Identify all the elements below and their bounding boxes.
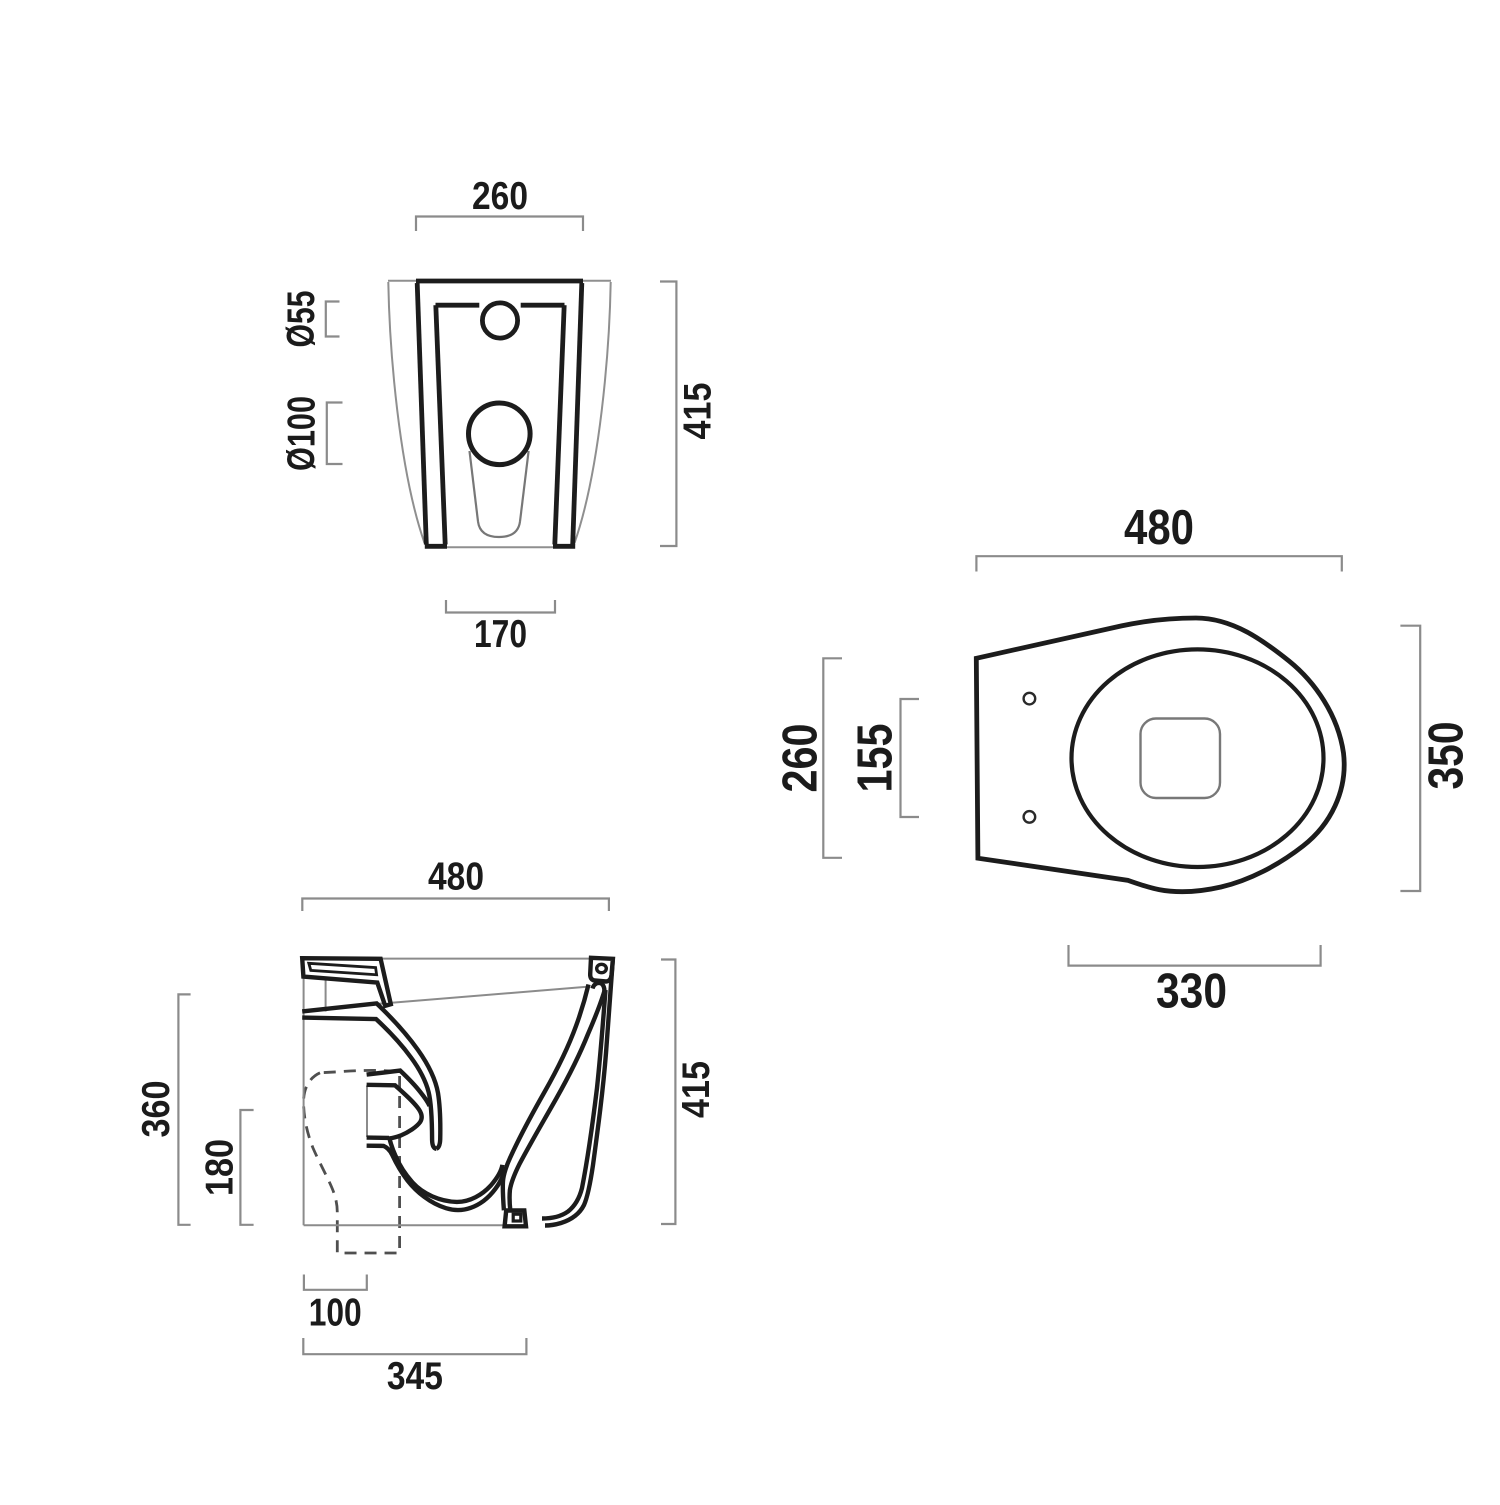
svg-text:415: 415 bbox=[677, 383, 720, 440]
svg-text:Ø55: Ø55 bbox=[280, 291, 323, 348]
svg-text:415: 415 bbox=[675, 1061, 718, 1118]
svg-text:330: 330 bbox=[1156, 965, 1227, 1019]
svg-text:180: 180 bbox=[198, 1139, 241, 1196]
svg-text:170: 170 bbox=[474, 613, 527, 656]
svg-text:100: 100 bbox=[309, 1291, 362, 1334]
svg-text:260: 260 bbox=[774, 724, 828, 793]
svg-text:345: 345 bbox=[387, 1355, 443, 1398]
svg-text:480: 480 bbox=[1124, 501, 1194, 555]
svg-text:480: 480 bbox=[428, 855, 484, 898]
svg-text:155: 155 bbox=[849, 724, 903, 793]
svg-text:350: 350 bbox=[1420, 722, 1474, 790]
svg-text:Ø100: Ø100 bbox=[280, 396, 323, 471]
svg-text:360: 360 bbox=[135, 1081, 178, 1138]
svg-text:260: 260 bbox=[472, 175, 528, 218]
